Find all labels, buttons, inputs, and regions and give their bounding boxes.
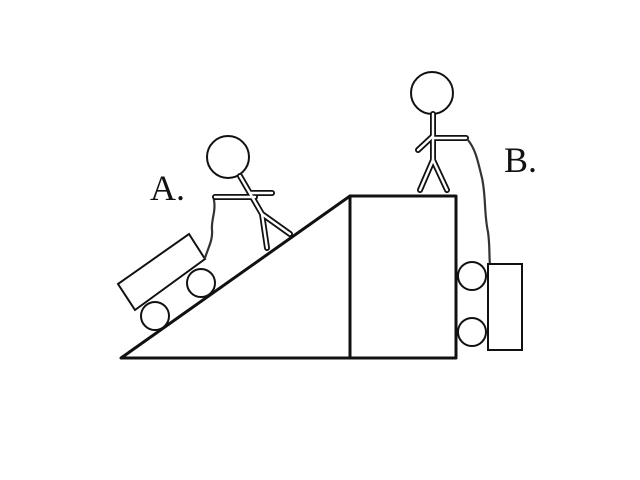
scenario-b: B. [410, 71, 537, 351]
ramp-and-block [119, 194, 458, 360]
rope-a [203, 195, 216, 260]
stick-figure-a-limbs [212, 173, 293, 251]
cart-a-wheel-front [186, 268, 216, 298]
cart-b [457, 261, 523, 351]
stick-figure-b-head [410, 71, 454, 115]
cart-a [116, 232, 216, 331]
stick-figure-b [410, 71, 469, 193]
cart-b-wheel-top [457, 261, 487, 291]
cart-b-body [487, 263, 523, 351]
stick-figure-b-limbs [415, 111, 469, 193]
rope-b [466, 138, 492, 267]
stick-figure-a [206, 135, 293, 251]
cart-a-wheel-rear [140, 301, 170, 331]
label-b: B. [504, 140, 537, 180]
scenario-a: A. [116, 135, 293, 331]
cart-b-wheel-bottom [457, 317, 487, 347]
platform-block [348, 194, 458, 360]
label-a: A. [150, 168, 185, 208]
stick-figure-a-head [206, 135, 250, 179]
